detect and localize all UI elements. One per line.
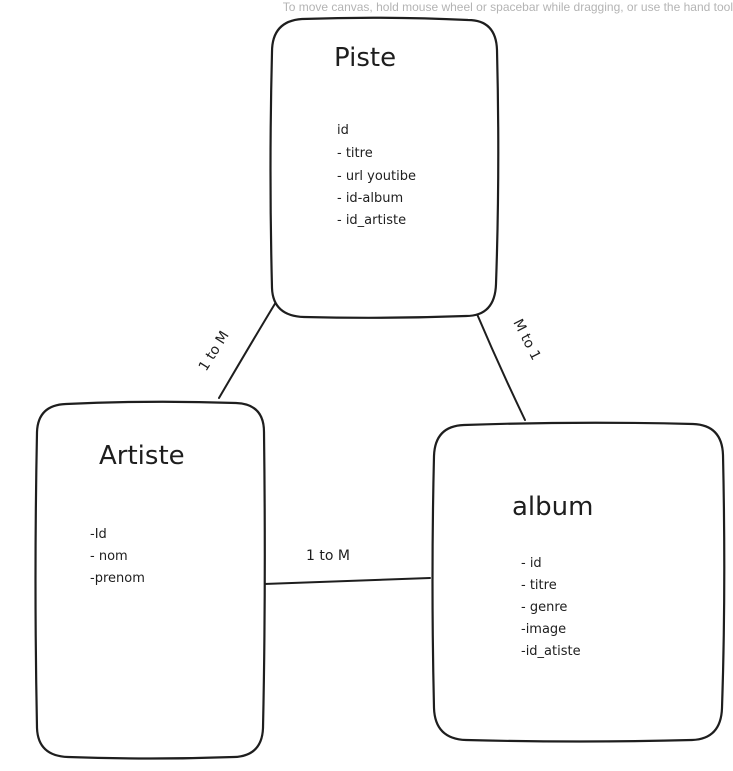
entity-field: - nom: [90, 549, 128, 564]
entity-field: -prenom: [90, 571, 145, 586]
entity-album[interactable]: album - id - titre - genre -image -id_at…: [431, 421, 726, 743]
entity-field: - id-album: [337, 191, 403, 206]
edge-piste-artiste[interactable]: [218, 301, 277, 399]
entity-artiste-title: Artiste: [99, 441, 185, 471]
entity-artiste-box[interactable]: [34, 400, 266, 760]
canvas-navigation-hint: To move canvas, hold mouse wheel or spac…: [282, 0, 733, 14]
entity-album-title: album: [512, 492, 593, 522]
entity-field: -image: [521, 622, 566, 637]
entity-field: - id: [521, 556, 542, 571]
relation-label-piste-artiste: 1 to M: [196, 328, 233, 374]
entity-album-box[interactable]: [431, 421, 726, 743]
entity-piste-title: Piste: [334, 43, 396, 73]
entity-piste-box[interactable]: [269, 16, 500, 319]
edge-artiste-album[interactable]: [263, 577, 431, 585]
entity-field: -Id: [90, 527, 107, 542]
entity-field: - titre: [337, 146, 373, 161]
entity-piste[interactable]: Piste id - titre - url youtibe - id-albu…: [269, 16, 500, 319]
entity-field: id: [337, 123, 349, 138]
entity-field: - id_artiste: [337, 213, 406, 228]
entity-field: - genre: [521, 600, 567, 615]
relation-label-piste-album: M to 1: [509, 317, 543, 363]
relation-label-artiste-album: 1 to M: [306, 548, 350, 564]
entity-field: - url youtibe: [337, 169, 416, 184]
entity-field: -id_atiste: [521, 644, 581, 659]
edge-piste-album[interactable]: [476, 313, 526, 421]
entity-field: - titre: [521, 578, 557, 593]
entity-artiste[interactable]: Artiste -Id - nom -prenom: [34, 400, 266, 760]
